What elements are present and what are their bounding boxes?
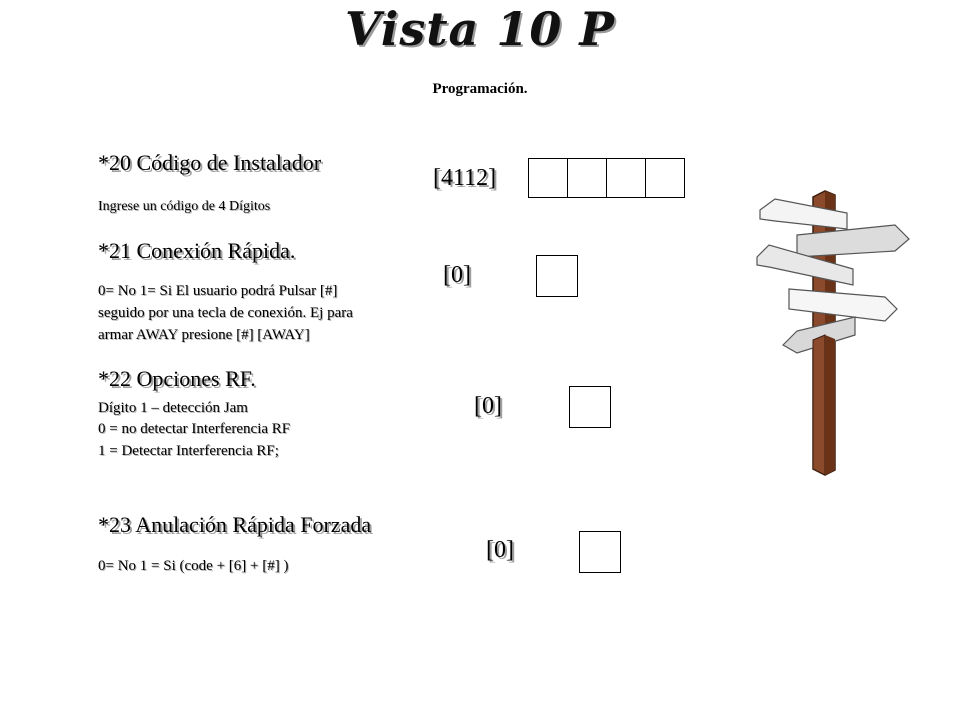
section-22-line-1: Dígito 1 – detección Jam bbox=[98, 400, 248, 416]
section-20-line-1: Ingrese un código de 4 Dígitos bbox=[98, 199, 271, 214]
code-digit-box-3[interactable] bbox=[606, 158, 646, 198]
signpost-sign-3 bbox=[756, 244, 854, 286]
section-21-line-3: armar AWAY presione [#] [AWAY] bbox=[98, 327, 310, 343]
installer-code-boxes bbox=[528, 158, 685, 198]
section-23-heading: *23 Anulación Rápida Forzada bbox=[98, 512, 372, 537]
section-22-heading: *22 Opciones RF. bbox=[98, 366, 256, 391]
signpost-illustration bbox=[756, 190, 910, 476]
section-21-value: [0] bbox=[443, 262, 471, 288]
section-23-line-1: 0= No 1 = Si (code + [6] + [#] ) bbox=[98, 558, 289, 574]
code-digit-box-1[interactable] bbox=[528, 158, 568, 198]
section-20-heading: *20 Código de Instalador bbox=[98, 150, 322, 175]
section-22-line-2: 0 = no detectar Interferencia RF bbox=[98, 421, 291, 437]
section-22-line-3: 1 = Detectar Interferencia RF; bbox=[98, 443, 279, 459]
section-22-value: [0] bbox=[474, 393, 502, 419]
slide-subtitle: Programación. bbox=[432, 81, 528, 97]
code-digit-box-2[interactable] bbox=[567, 158, 607, 198]
section-21-heading: *21 Conexión Rápida. bbox=[98, 238, 296, 263]
section-21-line-2: seguido por una tecla de conexión. Ej pa… bbox=[98, 305, 353, 321]
signpost-sign-4 bbox=[788, 288, 898, 322]
section-21-line-1: 0= No 1= Si El usuario podrá Pulsar [#] bbox=[98, 283, 338, 299]
signpost-pole-lower bbox=[812, 334, 826, 476]
section-21-input-box[interactable] bbox=[536, 255, 578, 297]
signpost-pole-lower-shade bbox=[825, 335, 835, 475]
slide-title: Vista 10 P bbox=[345, 2, 615, 56]
section-23-input-box[interactable] bbox=[579, 531, 621, 573]
section-23-value: [0] bbox=[486, 537, 514, 563]
section-22-input-box[interactable] bbox=[569, 386, 611, 428]
code-digit-box-4[interactable] bbox=[645, 158, 685, 198]
section-20-value: [4112] bbox=[433, 165, 497, 191]
signpost-sign-5 bbox=[782, 316, 856, 354]
signpost-sign-1 bbox=[759, 198, 848, 230]
